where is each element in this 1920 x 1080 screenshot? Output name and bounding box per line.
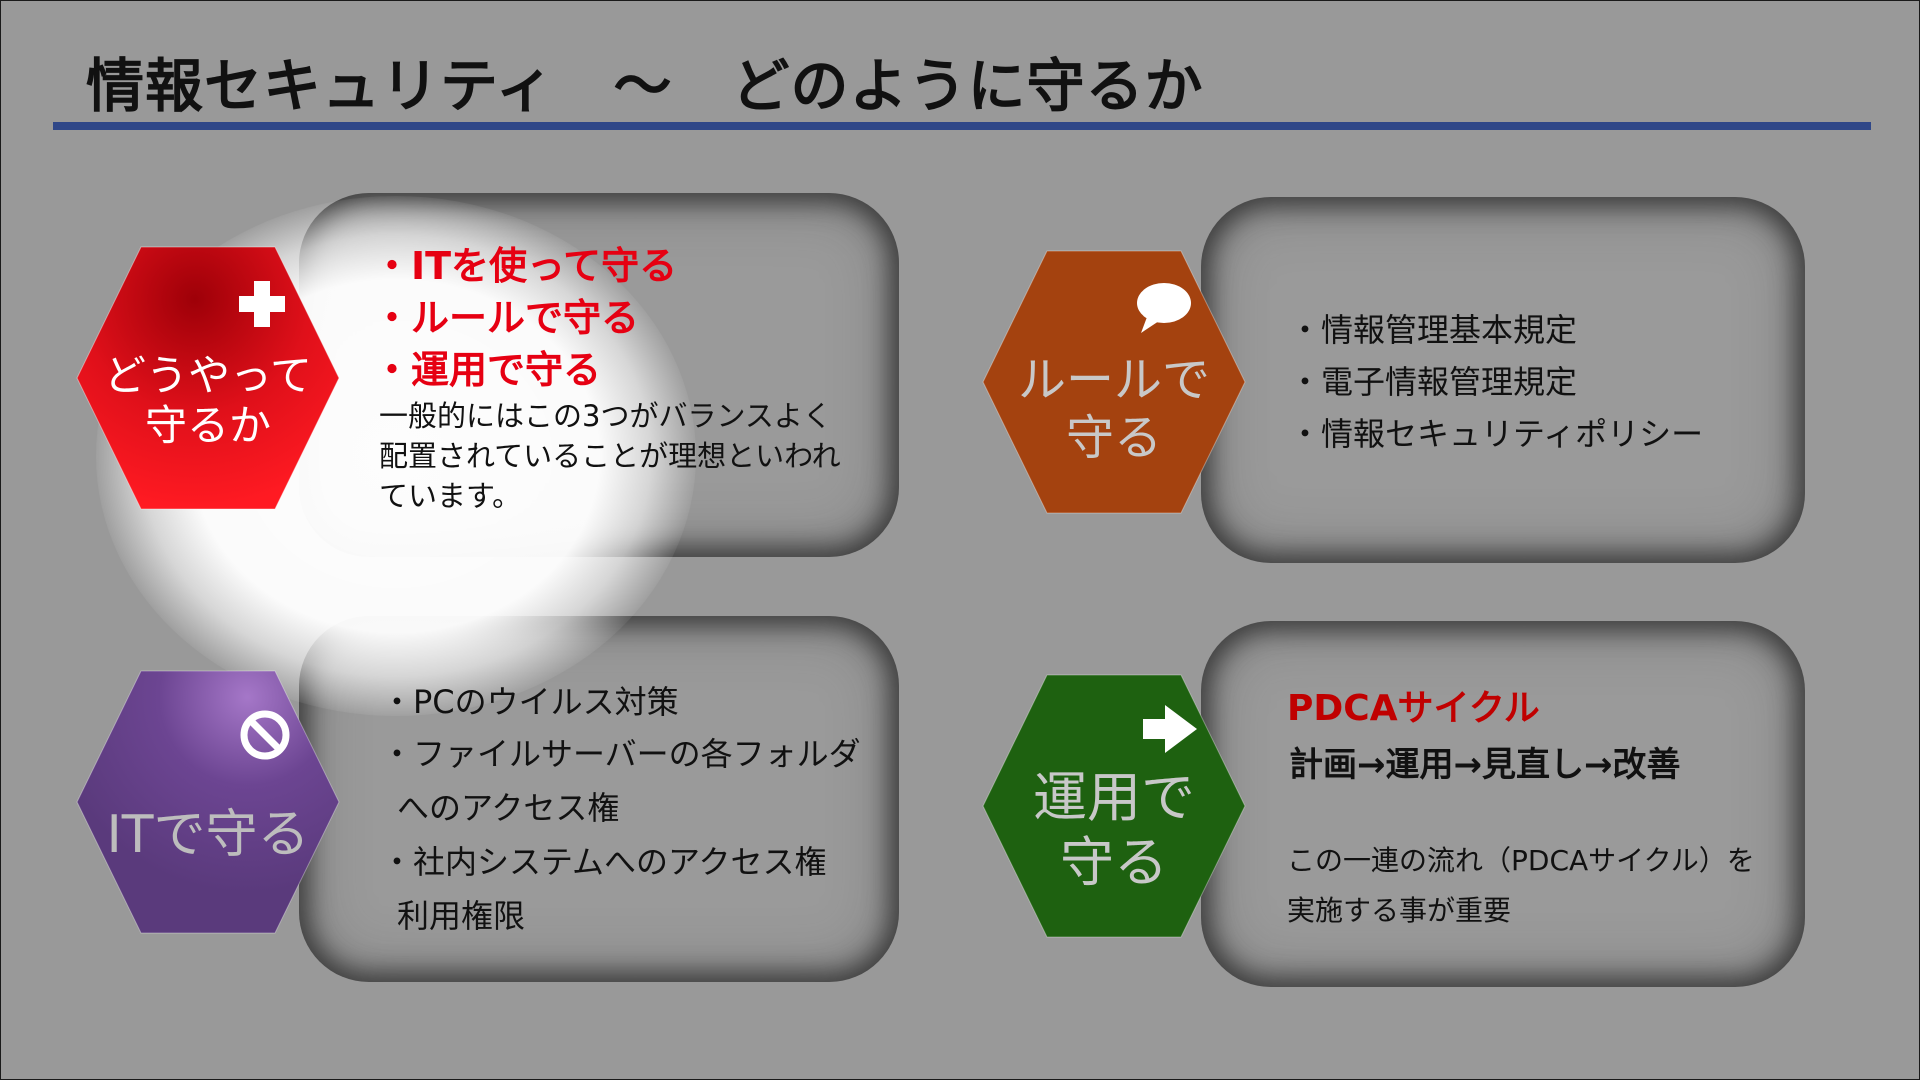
title-underline (53, 122, 1871, 130)
rule-item-policy: ・情報セキュリティポリシー (1289, 415, 1704, 453)
panel-ops (1201, 621, 1805, 987)
cross-icon (237, 279, 287, 329)
how-headline-it: ・ITを使って守る (373, 244, 678, 288)
panel-rule (1201, 197, 1805, 563)
ops-pdca-flow: 計画→運用→見直し→改善 (1289, 745, 1681, 785)
hex-rule-label: ルールで 守る (981, 249, 1247, 515)
ops-note-line1: この一連の流れ（PDCAサイクル）を (1287, 844, 1755, 877)
how-headline-ops: ・運用で守る (373, 348, 602, 392)
ops-pdca-title: PDCAサイクル (1287, 688, 1540, 729)
hex-how: どうやって 守るか (75, 245, 341, 511)
no-entry-icon (239, 709, 291, 761)
ops-note-line2: 実施する事が重要 (1287, 894, 1512, 927)
hex-it: ITで守る (75, 669, 341, 935)
hex-rule-line2: 守る (1065, 410, 1162, 466)
hex-ops-line1: 運用で (1033, 766, 1195, 830)
how-body-line3: ています。 (379, 479, 522, 513)
hex-ops-label: 運用で 守る (981, 673, 1247, 939)
hex-how-line2: 守るか (144, 401, 271, 450)
arrow-right-icon (1141, 703, 1201, 755)
how-headline-rule: ・ルールで守る (373, 296, 640, 340)
it-item-fileserver-line2: へのアクセス権 (397, 789, 620, 827)
hex-ops-line2: 守る (1060, 831, 1168, 894)
it-item-fileserver-line1: ・ファイルサーバーの各フォルダ (381, 735, 861, 773)
how-body-line2: 配置されていることが理想といわれ (379, 439, 841, 473)
it-item-system-line2: 利用権限 (397, 897, 526, 935)
speech-bubble-icon (1133, 279, 1193, 335)
rule-item-electronic: ・電子情報管理規定 (1289, 363, 1578, 401)
it-item-system-line1: ・社内システムへのアクセス権 (381, 843, 827, 881)
it-item-antivirus: ・PCのウイルス対策 (381, 683, 679, 721)
hex-how-label: どうやって 守るか (75, 245, 341, 511)
how-body-line1: 一般的にはこの3つがバランスよく (379, 399, 832, 433)
hex-rule: ルールで 守る (981, 249, 1247, 515)
rule-item-basic: ・情報管理基本規定 (1289, 311, 1578, 349)
hex-how-line1: どうやって (104, 350, 312, 400)
hex-ops: 運用で 守る (981, 673, 1247, 939)
slide-title: 情報セキュリティ ～ どのように守るか (86, 52, 1204, 120)
hex-rule-line1: ルールで (1017, 352, 1210, 409)
hex-it-label: ITで守る (106, 804, 310, 865)
